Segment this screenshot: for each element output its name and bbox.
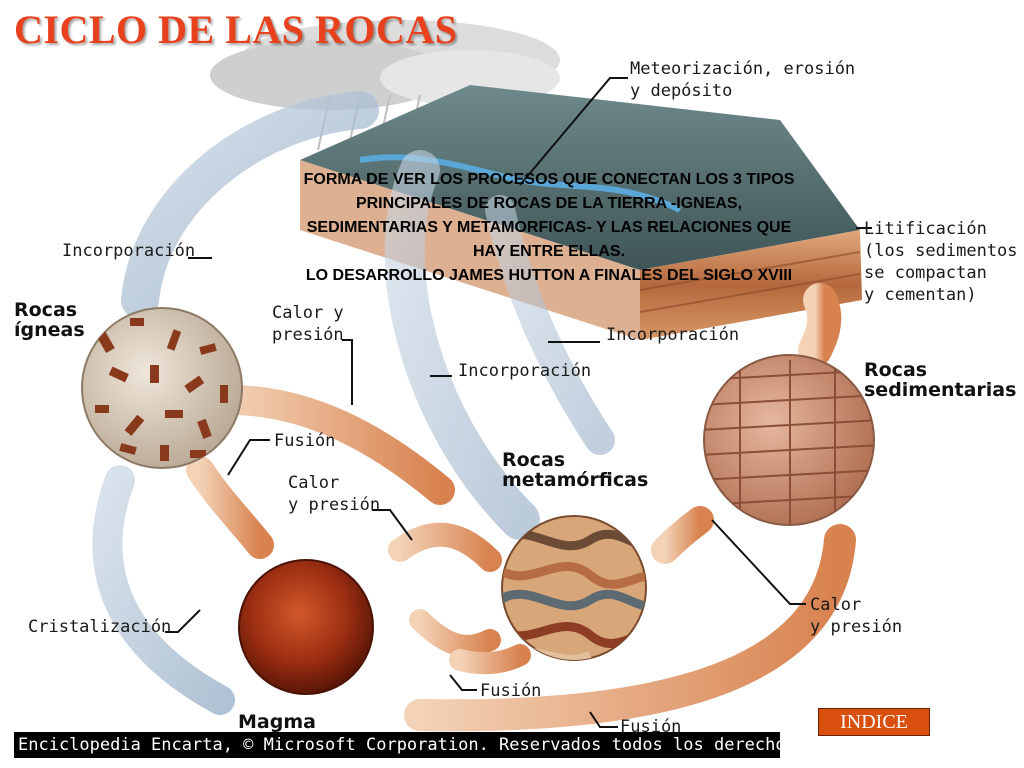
copyright-credit: Enciclopedia Encarta, © Microsoft Corpor… <box>14 732 780 758</box>
igneous-rock-sphere <box>81 307 243 469</box>
label-heat-pressure-center: Calor y presión <box>288 473 381 515</box>
label-incorporation-left: Incorporación <box>62 241 196 261</box>
label-heat-pressure-igneous: Calor y presión <box>272 303 344 345</box>
label-lithification: Litificación (los sedimentos se compacta… <box>864 219 1018 305</box>
page-title: CICLO DE LAS ROCAS <box>14 7 458 52</box>
cloud <box>210 20 560 151</box>
description-line: LO DESARROLLO JAMES HUTTON A FINALES DEL… <box>305 267 793 284</box>
label-crystallization: Cristalización <box>28 617 172 637</box>
description-line: FORMA DE VER LOS PROCESOS QUE CONECTAN L… <box>303 171 795 188</box>
metamorphic-rock-sphere <box>501 515 647 661</box>
label-sedimentary-rocks: Rocas sedimentarias <box>864 359 1017 401</box>
label-incorporation-right: Incorporación <box>606 325 740 345</box>
sedimentary-rock-sphere <box>703 354 875 526</box>
label-igneous-rocks: Rocas ígneas <box>14 299 85 341</box>
description-text: FORMA DE VER LOS PROCESOS QUE CONECTAN L… <box>236 168 862 288</box>
description-line: HAY ENTRE ELLAS. <box>472 243 626 260</box>
label-fusion-bottom: Fusión <box>480 681 542 701</box>
label-fusion-igneous: Fusión <box>274 431 336 451</box>
label-heat-pressure-sedimentary: Calor y presión <box>810 595 903 637</box>
landscape-block <box>300 85 862 340</box>
label-incorporation-center: Incorporación <box>458 361 592 381</box>
magma-sphere <box>238 559 374 695</box>
description-line: SEDIMENTARIAS Y METAMORFICAS- Y LAS RELA… <box>306 219 792 236</box>
leader-lines <box>165 77 872 728</box>
label-weathering-erosion: Meteorización, erosión y depósito <box>630 59 856 101</box>
index-button[interactable]: INDICE <box>818 708 930 736</box>
cycle-arrows <box>92 91 856 732</box>
label-metamorphic-rocks: Rocas metamórficas <box>502 449 649 491</box>
label-magma: Magma <box>238 711 316 733</box>
description-line: PRINCIPALES DE ROCAS DE LA TIERRA -IGNEA… <box>355 195 743 212</box>
